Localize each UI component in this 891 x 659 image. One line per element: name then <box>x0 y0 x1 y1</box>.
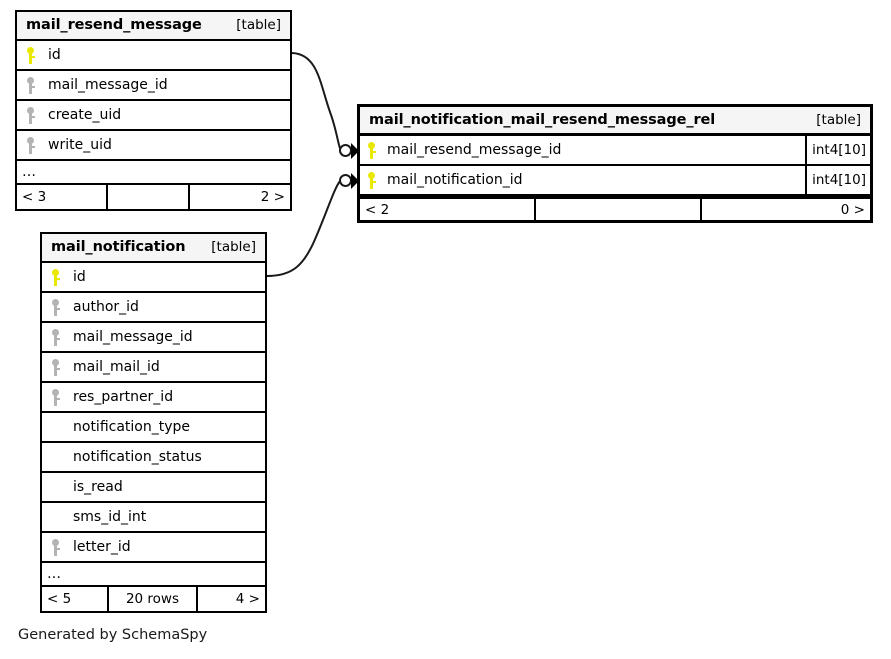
foreign-key-icon <box>42 383 70 411</box>
table-footer: < 2 0 > <box>360 196 870 220</box>
column-name: sms_id_int <box>73 509 147 525</box>
foreign-key-icon <box>17 101 45 129</box>
table-title: mail_resend_message <box>26 17 202 33</box>
column-name: id <box>48 47 61 63</box>
table-header: mail_resend_message [table] <box>17 12 290 41</box>
column-name: mail_resend_message_id <box>387 142 562 158</box>
row-count <box>536 199 702 220</box>
column-type: int4[10] <box>805 166 870 194</box>
table-header: mail_notification_mail_resend_message_re… <box>360 107 870 136</box>
column-name: notification_status <box>73 449 202 465</box>
no-key-spacer <box>42 443 70 471</box>
table-row[interactable]: res_partner_id <box>42 383 265 413</box>
primary-key-icon <box>360 166 384 194</box>
outgoing-relations-count[interactable]: 4 > <box>235 591 260 607</box>
table-mail_resend_message[interactable]: mail_resend_message [table] id mail_mess… <box>15 10 292 211</box>
incoming-relations-count[interactable]: < 2 <box>360 199 536 220</box>
relationship-mail_resend_message-to-rel <box>291 52 359 159</box>
column-name: mail_notification_id <box>387 172 523 188</box>
table-type-tag: [table] <box>236 17 281 33</box>
table-columns: mail_resend_message_id int4[10] mail_not… <box>360 136 870 220</box>
column-name: mail_message_id <box>73 329 193 345</box>
table-type-tag: [table] <box>211 239 256 255</box>
foreign-key-icon <box>42 353 70 381</box>
table-columns: id mail_message_id create_uid write_uid <box>17 41 290 209</box>
table-mail_notification_mail_resend_message_rel[interactable]: mail_notification_mail_resend_message_re… <box>357 104 873 223</box>
column-name: mail_message_id <box>48 77 168 93</box>
table-header: mail_notification [table] <box>42 234 265 263</box>
column-name: author_id <box>73 299 139 315</box>
foreign-key-icon <box>17 131 45 159</box>
foreign-key-icon <box>17 71 45 99</box>
primary-key-icon <box>17 41 45 69</box>
column-name: res_partner_id <box>73 389 174 405</box>
no-key-spacer <box>42 413 70 441</box>
table-row[interactable]: mail_mail_id <box>42 353 265 383</box>
column-name: create_uid <box>48 107 122 123</box>
table-mail_notification[interactable]: mail_notification [table] id author_id <box>40 232 267 613</box>
table-row[interactable]: author_id <box>42 293 265 323</box>
table-footer: < 5 20 rows 4 > <box>42 587 265 611</box>
no-key-spacer <box>42 503 70 531</box>
more-columns-indicator: … <box>42 563 265 587</box>
column-name: is_read <box>73 479 123 495</box>
primary-key-icon <box>42 263 70 291</box>
foreign-key-icon <box>42 533 70 561</box>
table-row[interactable]: mail_resend_message_id int4[10] <box>360 136 870 166</box>
column-name: notification_type <box>73 419 191 435</box>
table-row[interactable]: sms_id_int <box>42 503 265 533</box>
table-row[interactable]: write_uid <box>17 131 290 161</box>
table-footer: < 3 2 > <box>17 185 290 209</box>
row-count: 20 rows <box>109 587 199 611</box>
foreign-key-icon <box>42 293 70 321</box>
incoming-relations-count[interactable]: < 5 <box>42 587 109 611</box>
row-count <box>108 185 191 209</box>
column-name: letter_id <box>73 539 131 555</box>
table-title: mail_notification <box>51 239 186 255</box>
column-name: mail_mail_id <box>73 359 160 375</box>
no-key-spacer <box>42 473 70 501</box>
primary-key-icon <box>360 136 384 164</box>
foreign-key-icon <box>42 323 70 351</box>
table-row[interactable]: mail_message_id <box>17 71 290 101</box>
table-row[interactable]: id <box>17 41 290 71</box>
more-columns-indicator: … <box>17 161 290 185</box>
table-row[interactable]: notification_status <box>42 443 265 473</box>
table-row[interactable]: id <box>42 263 265 293</box>
table-row[interactable]: create_uid <box>17 101 290 131</box>
table-columns: id author_id mail_message_id mail_mail_i… <box>42 263 265 611</box>
outgoing-relations-count[interactable]: 2 > <box>260 189 285 205</box>
table-row[interactable]: notification_type <box>42 413 265 443</box>
column-name: write_uid <box>48 137 112 153</box>
table-row[interactable]: letter_id <box>42 533 265 563</box>
table-type-tag: [table] <box>816 111 861 128</box>
outgoing-relations-count[interactable]: 0 > <box>840 201 865 218</box>
incoming-relations-count[interactable]: < 3 <box>17 185 109 209</box>
table-row[interactable]: mail_message_id <box>42 323 265 353</box>
column-type: int4[10] <box>805 136 870 164</box>
table-title: mail_notification_mail_resend_message_re… <box>369 111 716 128</box>
column-name: id <box>73 269 86 285</box>
generated-by-caption: Generated by SchemaSpy <box>18 627 208 643</box>
table-row[interactable]: mail_notification_id int4[10] <box>360 166 870 196</box>
table-row[interactable]: is_read <box>42 473 265 503</box>
